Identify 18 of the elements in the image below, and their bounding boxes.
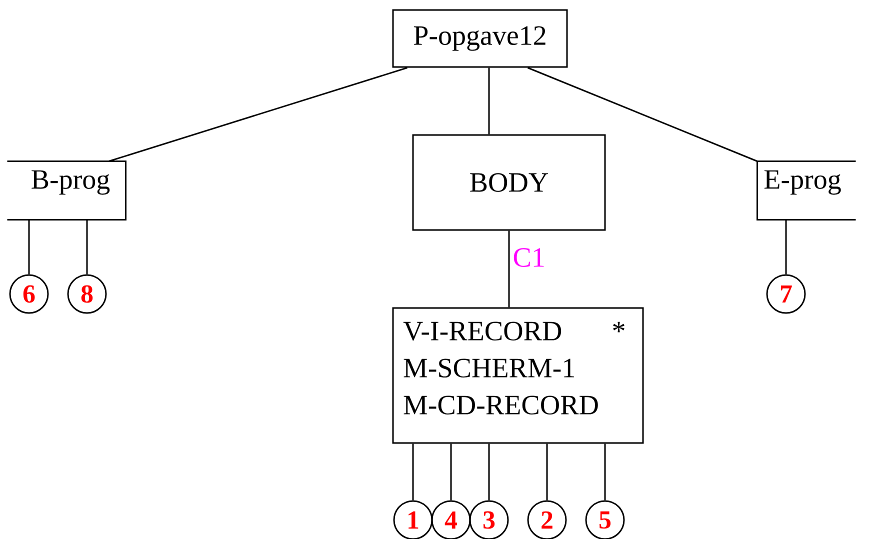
connector-line [508, 230, 510, 308]
connector-line [527, 67, 758, 162]
connector-line [28, 220, 30, 274]
connector-line [488, 444, 490, 500]
process-box: P-opgave12 [392, 9, 568, 68]
connector-line [86, 220, 88, 274]
connector-line [546, 444, 548, 500]
process-box: V-I-RECORD M-SCHERM-1 M-CD-RECORD * [392, 307, 644, 444]
process-box: E-prog [756, 160, 856, 220]
connector-line [450, 444, 452, 500]
process-box: B-prog [7, 160, 126, 220]
connector-line [488, 68, 490, 134]
process-box: BODY [412, 134, 606, 231]
edge-label: C1 [514, 248, 544, 267]
connector-line [108, 67, 408, 162]
connector-line [412, 444, 414, 500]
connector-line [785, 220, 787, 274]
connector-line [604, 444, 606, 500]
